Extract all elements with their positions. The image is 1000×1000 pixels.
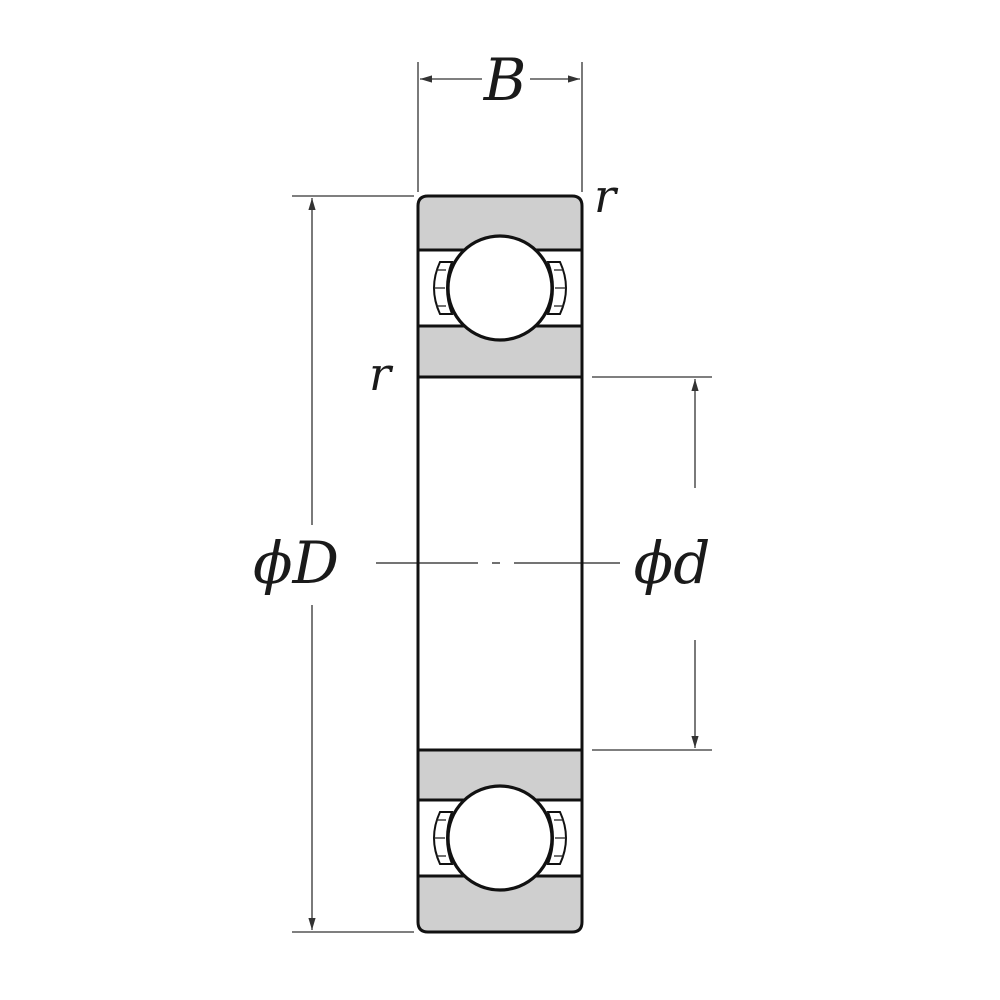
cage (433, 811, 567, 865)
outer-diameter-label: ϕD (253, 529, 339, 597)
inner-diameter-label: ϕd (634, 529, 711, 597)
bearing-body (416, 194, 584, 934)
fillet-label-top: r (594, 169, 619, 223)
ball (446, 784, 554, 892)
fillet-label-side: r (369, 347, 394, 401)
cage (433, 261, 567, 315)
outer-ring (416, 874, 584, 934)
dimension-b: B (417, 46, 583, 192)
dimension-outer-diameter: ϕD (253, 195, 414, 933)
width-label: B (483, 46, 527, 114)
dimension-inner-diameter: ϕd (592, 376, 712, 751)
lower-section (416, 748, 584, 934)
outer-ring (416, 194, 584, 252)
ball (446, 234, 554, 342)
upper-section (416, 194, 584, 379)
